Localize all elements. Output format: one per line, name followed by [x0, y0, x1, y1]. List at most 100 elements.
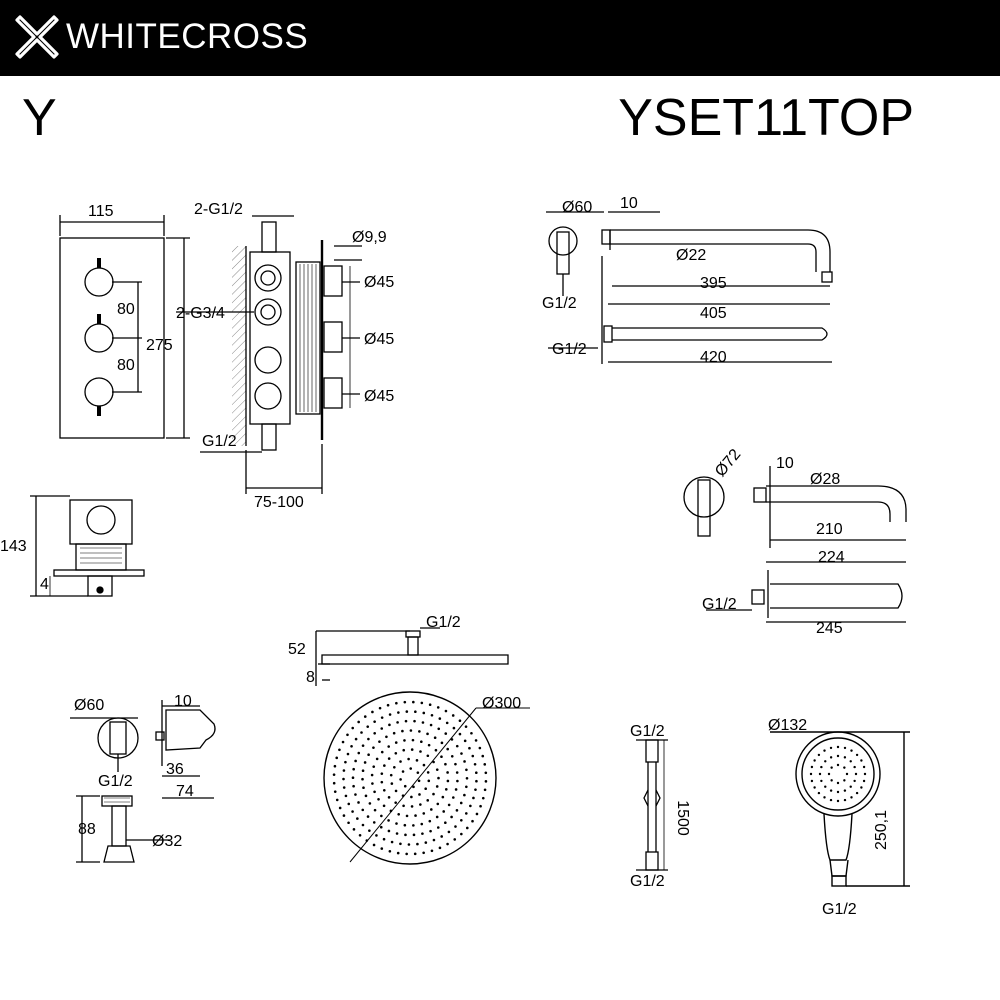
nozzle-dot [373, 790, 376, 794]
nozzle-dot [382, 804, 386, 808]
nozzle-dot [440, 755, 443, 758]
nozzle-dot [442, 810, 446, 813]
hand-nozzle-dot [855, 791, 859, 795]
rain-head-side-view [315, 627, 509, 686]
nozzle-dot [464, 725, 468, 728]
hand-nozzle-dot [836, 781, 840, 785]
nozzle-dot [481, 796, 485, 800]
hand-nozzle-dot [836, 799, 840, 803]
nozzle-dot [380, 847, 384, 850]
hand-nozzle-dot [827, 772, 831, 776]
nozzle-dot [342, 814, 346, 817]
nozzle-dot [422, 851, 425, 855]
nozzle-dot [335, 756, 339, 760]
nozzle-dot [388, 723, 391, 727]
nozzle-dot [350, 744, 353, 748]
nozzle-dot [370, 773, 374, 777]
nozzle-dot [410, 805, 414, 808]
nozzle-dot [394, 751, 398, 755]
nozzle-dot [435, 768, 439, 771]
nozzle-dot [475, 779, 478, 783]
nozzle-dot [414, 710, 417, 714]
nozzle-dot [428, 819, 432, 823]
nozzle-dot [472, 796, 475, 800]
nozzle-dot [390, 782, 394, 785]
hand-shower-length-label: 250,1 [873, 810, 890, 850]
nozzle-dot [426, 732, 429, 736]
mixer-outlets-label: 2-G1/2 [194, 201, 243, 218]
outlet-height-label: 88 [78, 821, 96, 838]
nozzle-dot [401, 770, 405, 773]
arm-thread-bottom-label: G1/2 [552, 341, 587, 358]
hand-nozzle-dot [818, 772, 822, 776]
nozzle-dot [447, 803, 451, 807]
nozzle-dot [450, 754, 454, 758]
nozzle-dot [481, 754, 485, 758]
nozzle-dot [444, 788, 448, 791]
nozzle-dot [373, 720, 376, 723]
hand-nozzle-dot [836, 763, 840, 767]
shower-arm-view [546, 211, 833, 364]
nozzle-dot [357, 720, 360, 724]
nozzle-dot [338, 748, 341, 752]
hose-length-label: 1500 [674, 800, 691, 836]
nozzle-dot [407, 757, 410, 761]
nozzle-dot [451, 714, 455, 717]
nozzle-dot [410, 795, 413, 799]
nozzle-dot [435, 785, 439, 788]
nozzle-dot [416, 842, 419, 846]
nozzle-dot [430, 849, 434, 853]
hose-bottom-thread-label: G1/2 [630, 873, 665, 890]
nozzle-dot [412, 700, 415, 704]
mixer-height-label: 275 [146, 337, 173, 354]
hand-nozzle-dot [823, 796, 826, 799]
nozzle-dot [421, 832, 424, 835]
nozzle-dot [422, 763, 426, 767]
hand-nozzle-dot [836, 754, 840, 758]
nozzle-dot [333, 764, 337, 768]
hand-nozzle-dot [829, 789, 833, 792]
nozzle-dot [463, 739, 467, 743]
nozzle-dot [363, 715, 367, 718]
nozzle-dot [424, 787, 427, 791]
nozzle-dot [401, 729, 404, 733]
rain-head-connection-label: G1/2 [426, 614, 461, 631]
nozzle-dot [430, 713, 434, 717]
nozzle-dot [471, 754, 475, 758]
nozzle-dot [452, 796, 455, 799]
hand-nozzle-dot [830, 779, 833, 782]
nozzle-dot [362, 786, 365, 789]
hand-nozzle-dot [854, 772, 858, 776]
nozzle-dot [440, 741, 444, 745]
nozzle-dot [479, 804, 482, 808]
nozzle-dot [396, 721, 399, 724]
nozzle-dot [332, 781, 336, 785]
hand-nozzle-dot [860, 759, 863, 762]
nozzle-dot [354, 737, 358, 741]
nozzle-dot [399, 778, 402, 781]
nozzle-dot [432, 792, 435, 796]
nozzle-dot [393, 765, 396, 769]
nozzle-dot [387, 829, 391, 833]
nozzle-dot [394, 789, 398, 793]
outlet-depth-1-label: 36 [166, 761, 184, 778]
nozzle-dot [420, 822, 424, 826]
nozzle-dot [405, 710, 409, 713]
nozzle-dot [459, 801, 463, 805]
nozzle-dot [367, 737, 370, 741]
nozzle-dot [432, 760, 435, 764]
hand-nozzle-dot [849, 785, 852, 788]
nozzle-dot [383, 764, 386, 767]
nozzle-dot [399, 760, 402, 763]
nozzle-dot [474, 788, 477, 791]
hand-nozzle-dot [860, 786, 863, 789]
nozzle-dot [463, 793, 466, 797]
spout-flange-depth-label: 10 [776, 455, 794, 472]
nozzle-dot [416, 771, 420, 774]
nozzle-dot [342, 769, 346, 772]
hand-nozzle-dot [849, 760, 852, 763]
nozzle-dot [436, 826, 440, 829]
mixer-knob-1-label: Ø45 [364, 274, 394, 291]
nozzle-dot [402, 748, 406, 752]
